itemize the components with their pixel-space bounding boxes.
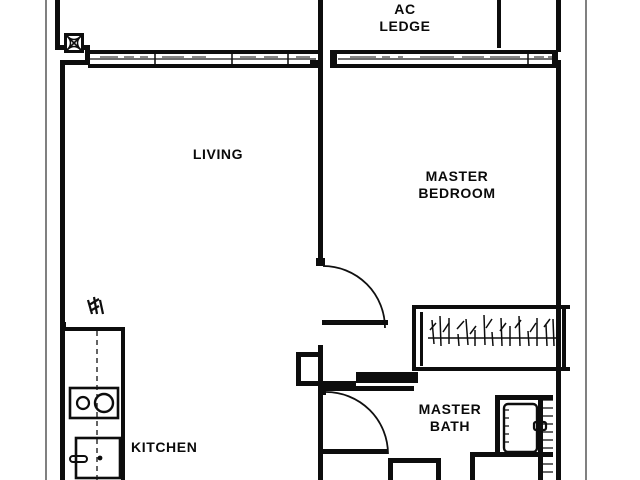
kitchen-sink (69, 436, 122, 480)
dimension-lines (45, 0, 587, 480)
master-bedroom-swing-door (316, 258, 388, 329)
kitchen-hood-icon (86, 296, 105, 315)
kitchen-hob (68, 386, 120, 420)
room-label-kitchen: KITCHEN (131, 439, 198, 455)
lower-centre-walls (318, 458, 441, 480)
master-bath-water-closet (502, 402, 548, 454)
structural-column (64, 33, 84, 53)
living-sliding-window-wall (88, 50, 318, 68)
master-bath-swing-door (318, 386, 389, 455)
master-bath-walls (318, 386, 553, 480)
central-partition-wall (296, 60, 356, 480)
master-bedroom-wardrobe (356, 305, 570, 383)
master-bedroom-sliding-window-wall (330, 50, 558, 68)
perimeter-walls (60, 60, 561, 480)
kitchen-walls (65, 296, 125, 480)
room-label-master-bedroom: MASTER BEDROOM (418, 168, 496, 201)
living-kitchen-divider (60, 322, 66, 331)
room-label-master-bath: MASTER BATH (418, 401, 482, 434)
room-label-living: LIVING (192, 146, 244, 162)
room-label-ac-ledge: AC LEDGE (379, 1, 431, 34)
